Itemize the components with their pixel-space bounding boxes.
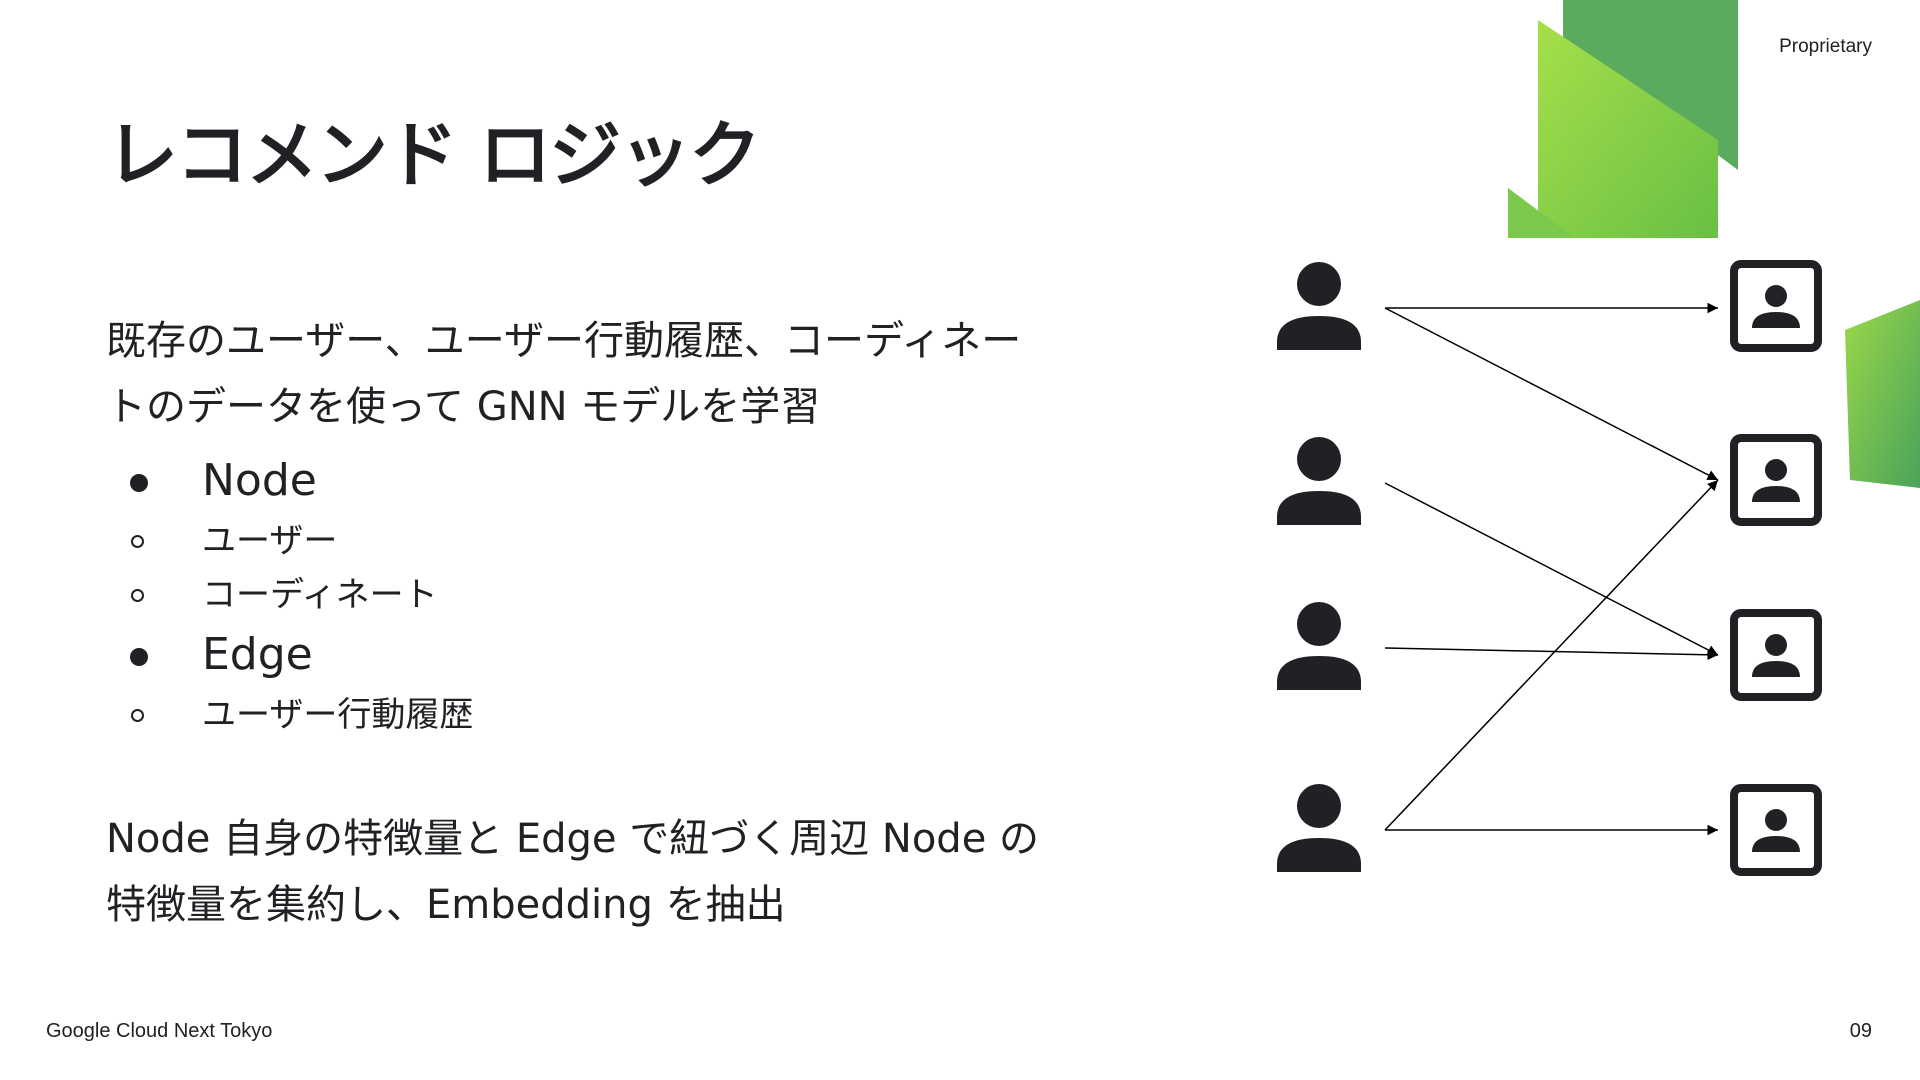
edge-line	[1384, 482, 1719, 656]
deco-side-shape	[1845, 300, 1920, 488]
bullet-label: Edge	[202, 629, 313, 680]
edge-line	[1384, 479, 1719, 831]
person-icon	[1277, 262, 1361, 350]
summary-paragraph: Node 自身の特徴量と Edge で紐づく周辺 Node の 特徴量を集約し、…	[106, 816, 1040, 928]
coordinate-nodes	[1734, 264, 1818, 872]
bullet-item-node: Node	[106, 448, 1156, 514]
coordinate-card-icon	[1734, 613, 1818, 697]
bipartite-graph-diagram	[1277, 240, 1840, 900]
user-nodes	[1277, 262, 1361, 872]
deco-green-small-shape	[1508, 188, 1575, 238]
sub-bullet-user: ユーザー	[106, 514, 1156, 568]
person-icon	[1277, 602, 1361, 690]
coordinate-card-icon	[1734, 788, 1818, 872]
edge-line	[1384, 307, 1719, 481]
deco-green-light-shape	[1538, 20, 1718, 238]
sub-bullet-behavior-history: ユーザー行動履歴	[106, 688, 1156, 742]
sub-bullet-coordinate: コーディネート	[106, 568, 1156, 622]
edge-line	[1384, 647, 1719, 661]
coordinate-card-icon	[1734, 264, 1818, 348]
sub-list-edge: ユーザー行動履歴	[106, 688, 1156, 742]
main-content: 既存のユーザー、ユーザー行動履歴、コーディネー トのデータを使って GNN モデ…	[106, 308, 1156, 938]
coordinate-card-icon	[1734, 438, 1818, 522]
person-icon	[1277, 784, 1361, 872]
bullet-label: Node	[202, 455, 317, 506]
sub-list-node: ユーザー コーディネート	[106, 514, 1156, 622]
footer-brand: Google Cloud Next Tokyo	[46, 1020, 273, 1042]
edges	[1384, 302, 1719, 836]
bullet-item-edge: Edge	[106, 622, 1156, 688]
proprietary-label: Proprietary	[1779, 36, 1872, 57]
page-number: 09	[1849, 1020, 1872, 1042]
bullet-list: Node ユーザー コーディネート Edge ユーザー行動履歴	[106, 448, 1156, 742]
intro-paragraph: 既存のユーザー、ユーザー行動履歴、コーディネー トのデータを使って GNN モデ…	[106, 318, 1022, 430]
person-icon	[1277, 437, 1361, 525]
page-title: レコメンド ロジック	[106, 113, 761, 197]
